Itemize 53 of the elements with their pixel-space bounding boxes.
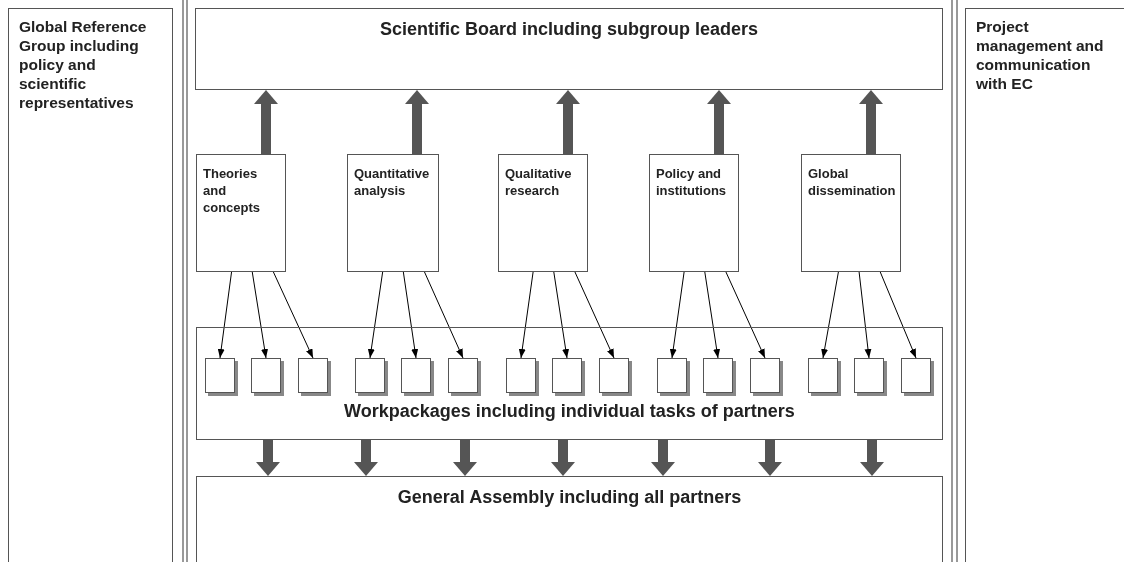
- theme-box: Global dissemination: [801, 154, 901, 272]
- arrow: [518, 271, 534, 359]
- arrow: [725, 271, 766, 359]
- theme-box: Policy and institutions: [649, 154, 739, 272]
- small-box: [506, 358, 536, 393]
- block-arrow: [859, 90, 883, 154]
- block-arrow: [651, 440, 675, 476]
- block-arrow: [758, 440, 782, 476]
- small-box: [251, 358, 281, 393]
- block-arrow: [860, 440, 884, 476]
- arrow: [424, 271, 464, 359]
- theme-box: Quantitative analysis: [347, 154, 439, 272]
- arrow: [217, 271, 233, 359]
- small-box: [448, 358, 478, 393]
- arrow: [553, 271, 570, 359]
- small-box: [599, 358, 629, 393]
- title-box: Scientific Board including subgroup leaders: [195, 8, 943, 90]
- small-box: [808, 358, 838, 393]
- arrow: [251, 271, 269, 359]
- band-title: Workpackages including individual tasks of partners: [343, 401, 796, 422]
- side-panel: Global Reference Group including policy and scientific representatives: [8, 8, 173, 562]
- arrow: [821, 271, 839, 359]
- block-arrow: [405, 90, 429, 154]
- small-box: [703, 358, 733, 393]
- arrow: [367, 271, 384, 359]
- block-arrow: [707, 90, 731, 154]
- arrow: [402, 271, 419, 359]
- arrow: [574, 271, 615, 359]
- block-arrow: [453, 440, 477, 476]
- arrow: [669, 271, 685, 359]
- small-box: [657, 358, 687, 393]
- block-arrow: [551, 440, 575, 476]
- small-box: [298, 358, 328, 393]
- block-arrow: [354, 440, 378, 476]
- small-box: [854, 358, 884, 393]
- small-box: [750, 358, 780, 393]
- band-box: [196, 327, 943, 440]
- arrow: [858, 271, 872, 359]
- small-box: [901, 358, 931, 393]
- side-panel: Project management and communication with EC: [965, 8, 1124, 562]
- arrow: [272, 271, 314, 359]
- theme-box: Qualitative research: [498, 154, 588, 272]
- arrow: [879, 271, 917, 359]
- theme-box: Theories and concepts: [196, 154, 286, 272]
- small-box: [205, 358, 235, 393]
- small-box: [355, 358, 385, 393]
- small-box: [401, 358, 431, 393]
- arrow: [704, 271, 721, 359]
- title-box: General Assembly including all partners: [196, 476, 943, 562]
- small-box: [552, 358, 582, 393]
- block-arrow: [254, 90, 278, 154]
- block-arrow: [256, 440, 280, 476]
- block-arrow: [556, 90, 580, 154]
